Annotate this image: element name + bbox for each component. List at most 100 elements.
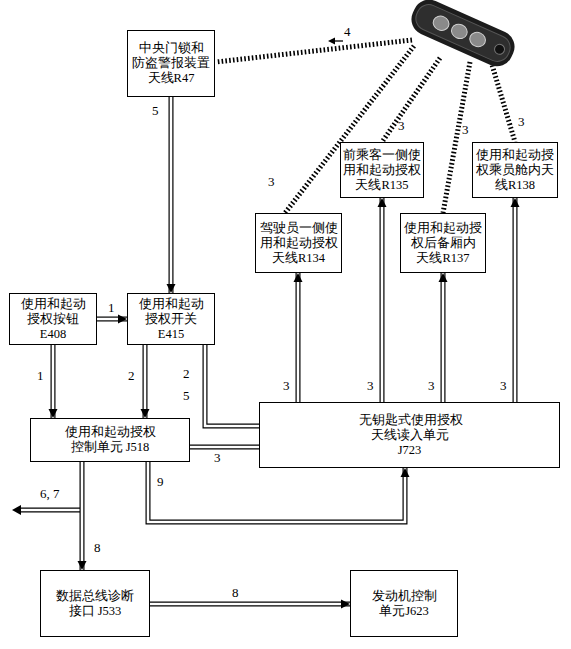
bus-line-gap <box>514 198 517 402</box>
signal-number: 3 <box>500 378 507 393</box>
key-face <box>412 1 514 65</box>
signal-number: 3 <box>518 114 525 129</box>
key-fob <box>406 0 519 71</box>
bus-connector <box>97 315 127 324</box>
arrow-head <box>141 409 150 418</box>
signal-number: 3 <box>398 118 405 133</box>
box-label: 使用和起动授 权后备厢内 天线R137 <box>402 221 484 266</box>
bus-connector <box>141 345 150 418</box>
arrow-head <box>167 284 176 293</box>
box-label: 驾驶员一侧使 用和起动授权 天线R134 <box>257 221 340 266</box>
radio-link <box>490 58 515 142</box>
component-box: 驾驶员一侧使 用和起动授权 天线R134 <box>255 213 342 273</box>
bus-line-gap <box>205 345 259 426</box>
bus-line-gap <box>144 345 147 418</box>
signal-number: 2 <box>183 366 190 381</box>
signal-number: 3 <box>462 122 469 137</box>
signal-number: 8 <box>232 585 239 600</box>
bus-line-gap <box>297 273 300 402</box>
box-label: 使用和起动 授权开关 E415 <box>136 297 206 342</box>
bus-line-gap <box>170 97 173 293</box>
bus-connector <box>49 345 58 418</box>
connector-layer <box>49 97 520 609</box>
radio-arrow <box>328 38 343 45</box>
bus-line <box>80 462 85 570</box>
bus-line <box>150 602 350 607</box>
radio-link <box>382 58 440 142</box>
key-button <box>431 14 451 33</box>
component-box: 使用和起动授 权乘员舱内天 线R138 <box>472 142 558 198</box>
signal-number: 3 <box>268 174 275 189</box>
signal-number: 4 <box>344 24 351 39</box>
bus-line-gap <box>81 462 84 570</box>
component-box: 无钥匙式使用授权 天线读入单元 J723 <box>259 402 560 468</box>
signal-number: 3 <box>214 450 221 465</box>
bus-connector <box>190 447 259 448</box>
signal-number: 1 <box>108 300 115 315</box>
bus-line-gap <box>190 446 259 449</box>
radio-links <box>216 40 515 213</box>
arrow-head <box>12 505 21 515</box>
key-button <box>449 22 469 41</box>
bus-connector <box>439 273 448 402</box>
component-box: 前乘客一侧使 用和起动授权 天线R135 <box>340 142 424 198</box>
bus-line <box>143 345 148 418</box>
bus-connector <box>378 198 387 402</box>
bus-line <box>513 198 518 402</box>
bus-line <box>20 508 80 513</box>
signal-number: 6, 7 <box>40 486 60 501</box>
signal-number: 5 <box>152 103 159 118</box>
bus-line <box>190 445 259 450</box>
arrow-head <box>439 273 448 282</box>
box-label: 使用和起动授权 控制单元 J518 <box>60 425 160 455</box>
component-box: 使用和起动授 权后备厢内 天线R137 <box>400 213 486 273</box>
bus-line-gap <box>150 603 350 606</box>
arrow-head <box>49 409 58 418</box>
signal-number: 8 <box>94 540 101 555</box>
bus-connector <box>78 462 87 570</box>
bus-line <box>205 345 259 426</box>
bus-line <box>296 273 301 402</box>
bus-connector <box>205 345 259 426</box>
bus-line <box>51 345 56 418</box>
bus-line-gap <box>52 345 55 418</box>
box-label: 中央门锁和 防盗警报装置 天线R47 <box>129 41 213 86</box>
arrow-head <box>378 198 387 207</box>
box-label: 前乘客一侧使 用和起动授权 天线R135 <box>342 148 422 193</box>
component-box: 发动机控制 单元J623 <box>350 570 458 637</box>
arrow-head <box>511 198 520 207</box>
bus-line-gap <box>381 198 384 402</box>
signal-number: 1 <box>37 368 44 383</box>
bus-connector <box>150 600 350 609</box>
box-label: 使用和起动授 权乘员舱内天 线R138 <box>474 148 556 193</box>
key-button <box>467 30 487 49</box>
bus-connector <box>148 462 410 522</box>
bus-line <box>148 462 405 522</box>
arrow-head <box>328 38 335 45</box>
arrow-head <box>341 600 350 609</box>
signal-number: 3 <box>428 378 435 393</box>
outgoing-line <box>12 505 81 515</box>
box-label: 发动机控制 单元J623 <box>354 589 454 619</box>
signal-number: 2 <box>128 368 135 383</box>
box-label: 使用和起动 授权按钮 E408 <box>18 297 88 342</box>
arrow-shaft <box>334 40 343 41</box>
signal-number: 3 <box>283 378 290 393</box>
signal-number: 9 <box>157 474 164 489</box>
signal-number: 3 <box>367 378 374 393</box>
arrow-head <box>118 315 127 324</box>
radio-link <box>443 62 470 213</box>
component-box: 使用和起动 授权开关 E415 <box>127 293 215 345</box>
bus-line-gap <box>19 509 81 512</box>
arrow-head <box>78 561 87 570</box>
bus-connector <box>294 273 303 402</box>
box-label: 数据总线诊断 接口 J533 <box>55 589 135 619</box>
arrow-head <box>401 468 410 477</box>
bus-line <box>169 97 174 293</box>
component-box: 数据总线诊断 接口 J533 <box>40 570 150 637</box>
bus-connector <box>167 97 176 293</box>
bus-line-gap <box>148 462 405 522</box>
arrow-head <box>294 273 303 282</box>
key-body <box>406 0 519 71</box>
